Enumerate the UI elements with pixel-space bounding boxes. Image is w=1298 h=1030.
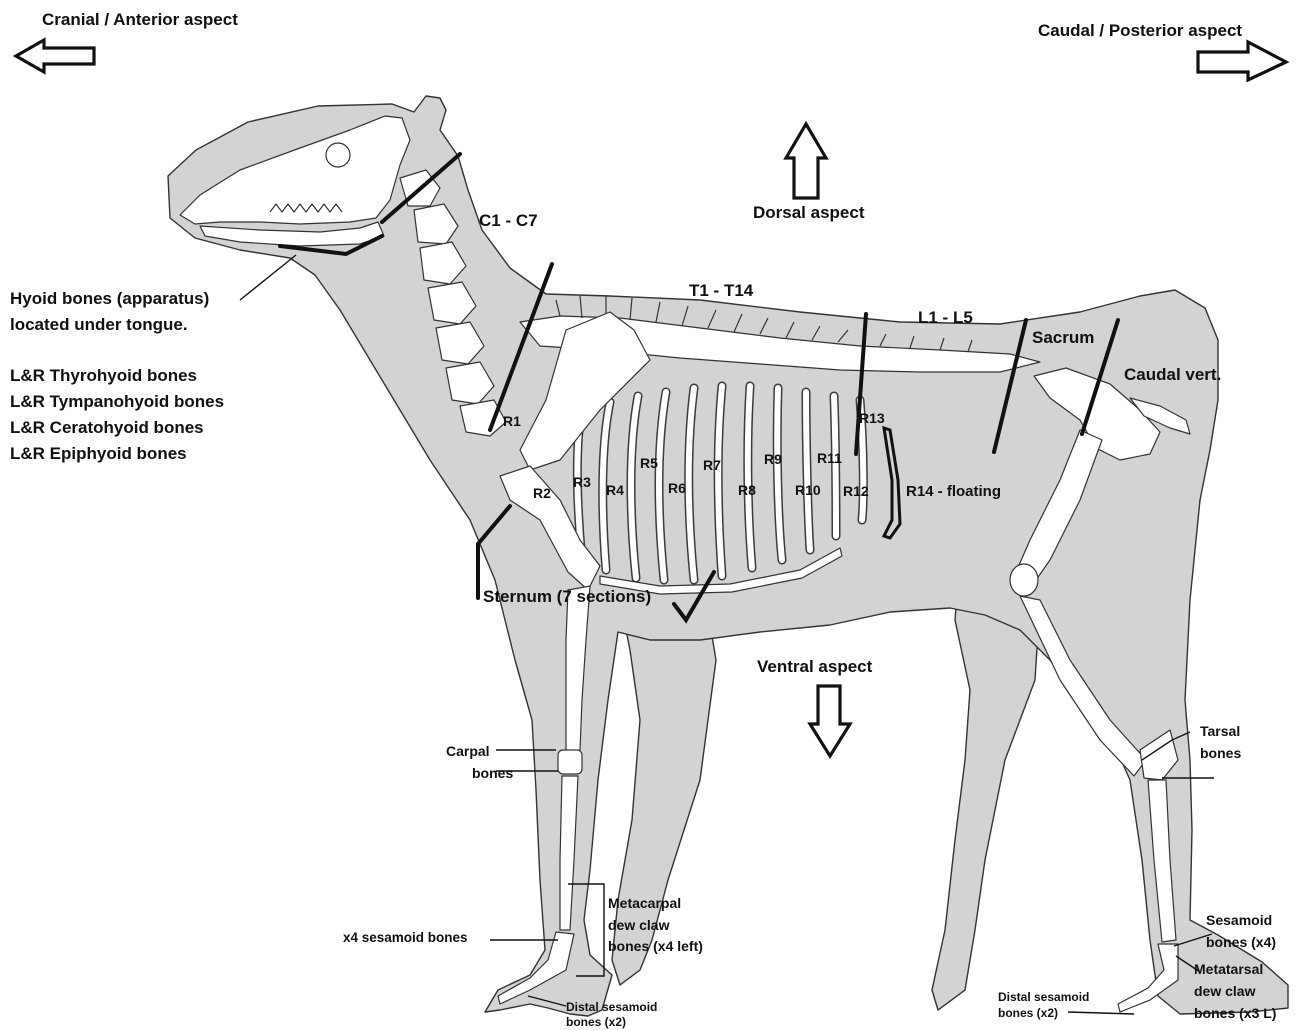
rib-label-r2: R2 — [533, 485, 551, 502]
carpal-label-line1: Carpal — [446, 740, 513, 762]
carpal-bones-label: Carpal bones — [446, 740, 513, 784]
hyoid-title-line1: Hyoid bones (apparatus) — [10, 286, 209, 312]
caudal-arrow-icon — [1198, 42, 1286, 80]
tarsal-label-line1: Tarsal — [1200, 720, 1241, 742]
dorsal-arrow-icon — [786, 124, 826, 198]
ventral-aspect-label: Ventral aspect — [757, 657, 872, 677]
carpal-bones — [558, 750, 582, 774]
rib-label-r5: R5 — [640, 455, 658, 472]
ventral-arrow-icon — [810, 686, 850, 756]
forelimb-distal-line1: Distal sesamoid — [566, 1000, 657, 1015]
rib-label-r8: R8 — [738, 482, 756, 499]
hind-distal-line2: bones (x2) — [998, 1005, 1089, 1021]
rib-label-r10: R10 — [795, 482, 821, 499]
caudal-posterior-label: Caudal / Posterior aspect — [1038, 21, 1242, 41]
hindlimb-sesamoid-label: Sesamoid bones (x4) — [1206, 909, 1276, 953]
hyoid-bone-item: L&R Thyrohyoid bones — [10, 363, 224, 389]
cranial-anterior-label: Cranial / Anterior aspect — [42, 10, 238, 30]
patella — [1010, 564, 1038, 596]
cervical-label: C1 - C7 — [479, 211, 538, 231]
forelimb-distal-sesamoid-label: Distal sesamoid bones (x2) — [566, 1000, 657, 1030]
hyoid-title: Hyoid bones (apparatus) located under to… — [10, 286, 209, 338]
tarsal-label-line2: bones — [1200, 742, 1241, 764]
sternum-label: Sternum (7 sections) — [483, 587, 651, 607]
hyoid-leader — [240, 255, 296, 300]
rib-label-r1: R1 — [503, 413, 521, 430]
forelimb-sesamoid-label: x4 sesamoid bones — [343, 930, 468, 946]
hindlimb-distal-sesamoid-label: Distal sesamoid bones (x2) — [998, 989, 1089, 1021]
lumbar-label: L1 - L5 — [918, 308, 973, 328]
tarsal-bones-label: Tarsal bones — [1200, 720, 1241, 764]
hind-distal-line1: Distal sesamoid — [998, 989, 1089, 1005]
caudal-vert-label: Caudal vert. — [1124, 365, 1221, 385]
metacarpal-label-line2: dew claw — [608, 915, 703, 937]
forelimb-distal-line2: bones (x2) — [566, 1015, 657, 1030]
sacrum-label: Sacrum — [1032, 328, 1094, 348]
rib-label-r9: R9 — [764, 451, 782, 468]
metacarpal-label-line1: Metacarpal — [608, 893, 703, 915]
rib-label-r7: R7 — [703, 457, 721, 474]
hyoid-bone-item: L&R Ceratohyoid bones — [10, 415, 224, 441]
hyoid-bone-list: L&R Thyrohyoid bones L&R Tympanohyoid bo… — [10, 363, 224, 467]
metacarpal-dew-claw-label: Metacarpal dew claw bones (x4 left) — [608, 893, 703, 958]
orbit — [326, 143, 350, 167]
metatarsal-label-line1: Metatarsal — [1194, 958, 1276, 980]
dorsal-aspect-label: Dorsal aspect — [753, 203, 865, 223]
metatarsal-label-line3: bones (x3 L) — [1194, 1002, 1276, 1024]
rib-label-r12: R12 — [843, 483, 869, 500]
rib-label-r3: R3 — [573, 474, 591, 491]
hyoid-bone-item: L&R Tympanohyoid bones — [10, 389, 224, 415]
hyoid-title-line2: located under tongue. — [10, 312, 209, 338]
rib-label-r11: R11 — [817, 450, 842, 467]
cranial-arrow-icon — [16, 40, 94, 72]
rib-label-r4: R4 — [606, 482, 624, 499]
rib-label-r14: R14 - floating — [906, 483, 1001, 501]
metatarsal-dew-claw-label: Metatarsal dew claw bones (x3 L) — [1194, 958, 1276, 1024]
hind-sesamoid-line2: bones (x4) — [1206, 931, 1276, 953]
metatarsal-label-line2: dew claw — [1194, 980, 1276, 1002]
hind-sesamoid-line1: Sesamoid — [1206, 909, 1276, 931]
rib-label-r6: R6 — [668, 480, 686, 497]
rib-label-r13: R13 — [859, 410, 885, 427]
metacarpal-label-line3: bones (x4 left) — [608, 936, 703, 958]
thoracic-label: T1 - T14 — [689, 281, 753, 301]
carpal-label-line2: bones — [446, 762, 513, 784]
hyoid-bone-item: L&R Epiphyoid bones — [10, 441, 224, 467]
